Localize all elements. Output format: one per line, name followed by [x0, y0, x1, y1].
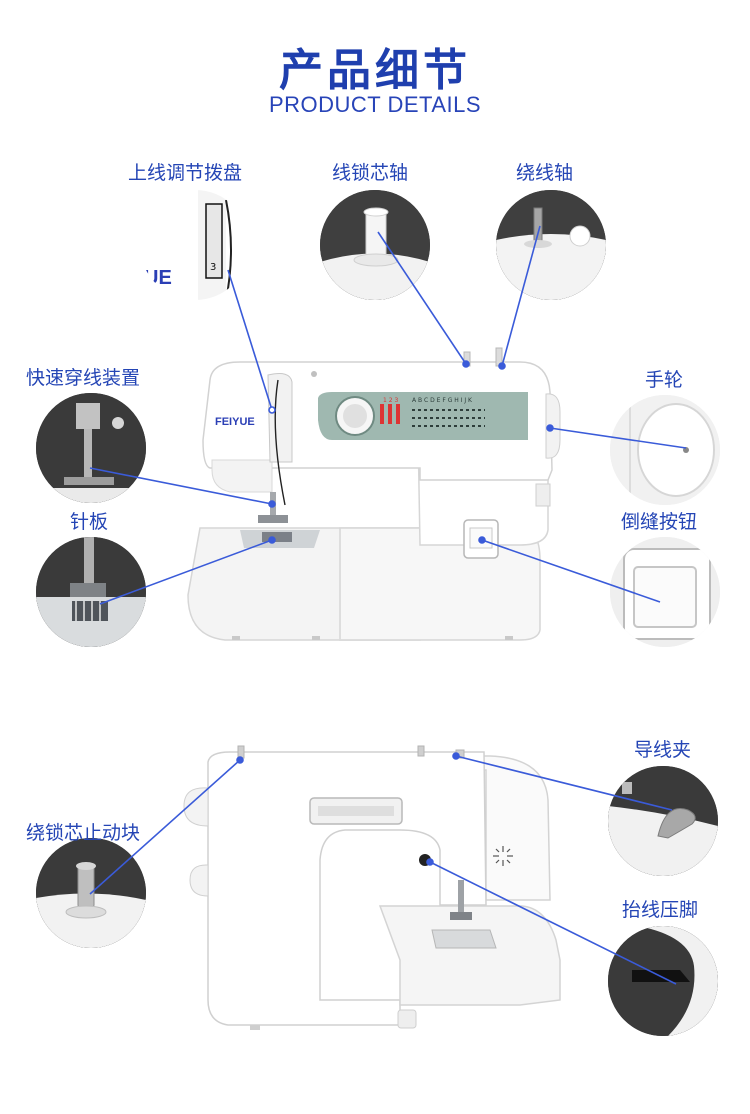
detail-handwheel	[610, 395, 720, 505]
detail-bobbin-spindle	[320, 190, 430, 300]
dial-brand-text: UE	[144, 267, 172, 289]
label-handwheel: 手轮	[645, 369, 684, 391]
detail-winder-shaft	[496, 190, 606, 300]
brand-logo: FEIYUE	[215, 416, 255, 428]
label-quick-threader: 快速穿线装置	[26, 367, 141, 389]
detail-needle-plate	[36, 537, 146, 647]
detail-bobbin-stopper	[36, 838, 146, 948]
label-upper-tension-dial: 上线调节拨盘	[128, 162, 243, 184]
page-title: 产品细节	[279, 45, 471, 96]
label-bobbin-spindle: 线锁芯轴	[332, 162, 409, 184]
detail-quick-threader	[36, 393, 146, 503]
label-bobbin-stopper: 绕锁芯止动块	[26, 822, 141, 844]
detail-presser-lifter	[608, 926, 718, 1036]
panel-numbers: 1 2 3	[383, 397, 398, 404]
detail-upper-tension-dial: 3 UE	[140, 190, 250, 300]
label-thread-guide: 导线夹	[634, 739, 692, 761]
dial-digit: 3	[210, 262, 216, 273]
page-subtitle: PRODUCT DETAILS	[268, 92, 482, 117]
panel-letters: A B C D E F G H I J K	[412, 397, 473, 404]
detail-reverse-button	[610, 537, 720, 647]
label-needle-plate: 针板	[70, 511, 109, 533]
label-reverse-button: 倒缝按钮	[621, 511, 698, 533]
label-winder-shaft: 绕线轴	[516, 162, 574, 184]
label-presser-lifter: 抬线压脚	[622, 899, 699, 921]
detail-thread-guide	[608, 766, 718, 876]
